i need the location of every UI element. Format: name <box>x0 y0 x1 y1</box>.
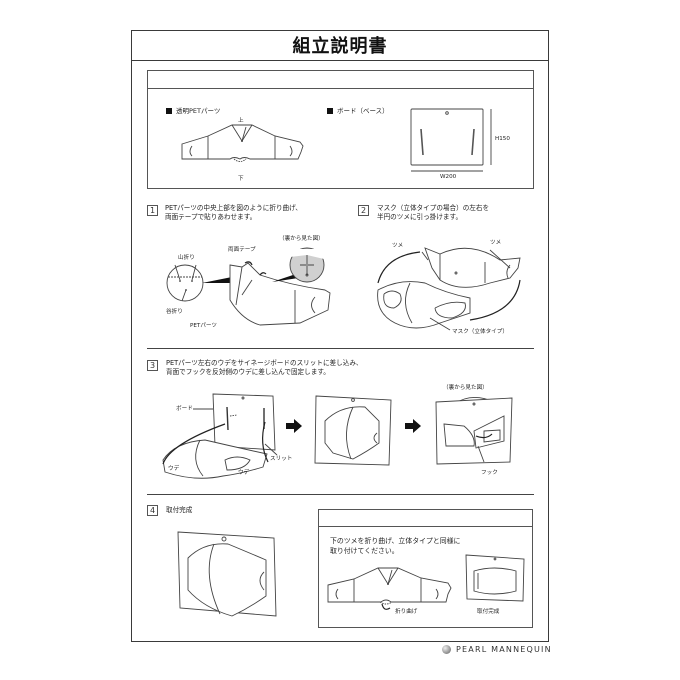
step-3-illustration-1 <box>162 393 278 479</box>
step-4-text: 取付完成 <box>166 506 193 514</box>
square-bullet-icon <box>166 107 172 114</box>
parts-box <box>147 70 534 189</box>
step-4-number: 4 <box>147 505 158 516</box>
document-frame <box>131 30 549 642</box>
section-divider <box>147 348 534 350</box>
brand-name: PEARL MANNEQUIN <box>456 645 552 654</box>
step-2-illustration <box>377 247 521 331</box>
square-bullet-icon <box>327 107 333 114</box>
parts-box-header <box>148 71 533 89</box>
board-heading: ボード（ベース） <box>327 105 389 115</box>
title-bar: 組立説明書 <box>131 30 549 61</box>
step-3-back-view-label: （裏から見た図） <box>443 385 488 391</box>
step-2-tab-right-label: ツメ <box>490 240 502 246</box>
step-1-double-tape-label: 両面テープ <box>228 247 256 253</box>
step-3-illustration-2 <box>314 395 392 466</box>
flat-pet-part-illustration <box>327 567 452 610</box>
step-1-back-view-label: （裏から見た図） <box>279 236 324 242</box>
flat-type-note-box <box>318 509 533 628</box>
arrow-right-icon <box>286 419 302 433</box>
complete-label: 取付完成 <box>477 609 500 615</box>
pearl-logo-icon <box>442 645 451 654</box>
arrow-right-icon <box>405 419 421 433</box>
step-1-pet-part-label: PETパーツ <box>190 323 217 329</box>
step-1-number: 1 <box>147 205 158 216</box>
fold-label: 折り曲げ <box>395 609 418 615</box>
step-4-illustration <box>177 531 277 617</box>
step-2-tab-left-label: ツメ <box>392 243 404 249</box>
step-3-board-label: ボード <box>176 406 193 412</box>
step-3-hook-label: フック <box>481 470 498 476</box>
flat-complete-illustration <box>465 554 525 602</box>
step-3-text: PETパーツ左右のウデをサイネージボードのスリットに差し込み、 背面でフックを反… <box>166 359 363 376</box>
board-width-label: W200 <box>440 174 457 180</box>
pet-top-label: 上 <box>238 118 244 124</box>
section-divider <box>147 494 534 496</box>
step-3-arm-left-label: ウデ <box>168 466 180 472</box>
pet-bottom-label: 下 <box>238 176 244 182</box>
board-height-label: H150 <box>495 136 510 142</box>
step-3-arm-right-label: ウデ <box>238 470 250 476</box>
flat-type-note-text: 下のツメを折り曲げ、立体タイプと同様に 取り付けてください。 <box>330 537 461 555</box>
step-3-number: 3 <box>147 360 158 371</box>
step-1-valley-fold-label: 谷折り <box>166 309 183 315</box>
pet-part-heading: 透明PETパーツ <box>166 105 220 115</box>
brand-logo: PEARL MANNEQUIN <box>442 645 552 654</box>
step-1-illustration <box>166 247 331 326</box>
pet-part-illustration <box>181 124 304 162</box>
step-3-slit-label: スリット <box>270 456 293 462</box>
step-2-text: マスク（立体タイプの場合）の左右を 半円のツメに引っ掛けます。 <box>377 204 490 221</box>
step-2-mask-label: マスク（立体タイプ） <box>452 329 508 335</box>
page-title: 組立説明書 <box>292 36 388 57</box>
flat-type-note-header <box>319 510 532 527</box>
step-1-text: PETパーツの中央上部を図のように折り曲げ、 両面テープで貼りあわせます。 <box>165 204 302 221</box>
board-illustration <box>410 108 492 172</box>
step-1-mountain-fold-label: 山折り <box>178 255 195 261</box>
step-2-number: 2 <box>358 205 369 216</box>
step-3-illustration-3 <box>435 397 513 465</box>
